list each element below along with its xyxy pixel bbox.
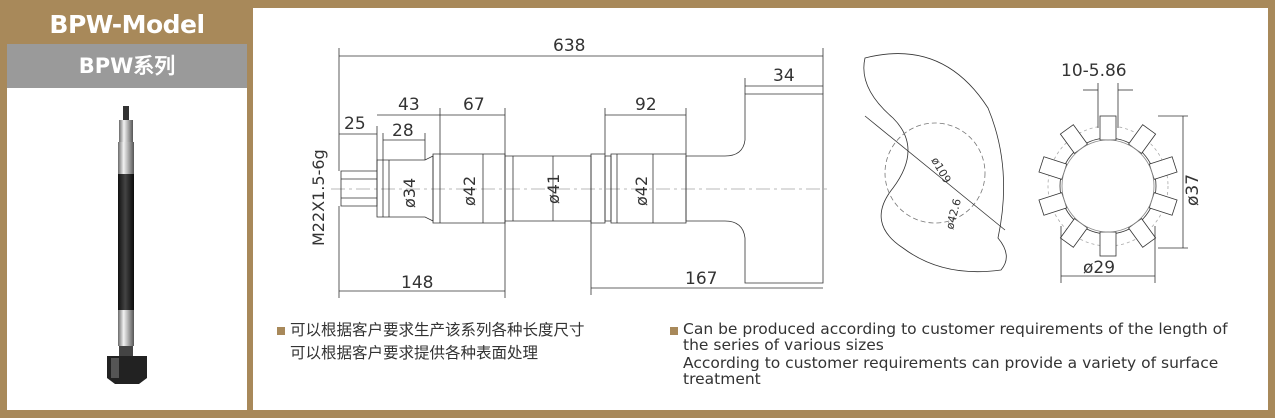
spline-section [1047,125,1169,247]
spline-od-label: ø37 [1183,174,1203,206]
note-bullet-cn [277,327,285,335]
spline-id-label: ø29 [1083,258,1115,278]
dim-25: 25 [344,114,366,134]
technical-drawing: 638 34 25 43 28 67 92 148 167 M22X1.5-6g… [309,36,1203,298]
note-en-line1: Can be produced according to customer re… [683,320,1228,338]
camshaft-photo [107,106,147,384]
drawing-panel: 638 34 25 43 28 67 92 148 167 M22X1.5-6g… [253,8,1268,410]
note-en-line2: the series of various sizes [683,336,884,354]
dim-28: 28 [392,121,414,141]
dim-overall-length: 638 [553,36,585,56]
cam-head-side [685,93,824,284]
dim-67: 67 [463,95,485,115]
spline-spec-label: 10-5.86 [1061,61,1127,81]
note-bullet-en [670,327,678,335]
shaft-section-42-b [610,153,687,224]
thread-spec-label: M22X1.5-6g [309,149,328,246]
note-cn-line1: 可以根据客户要求生产该系列各种长度尺寸 [290,321,585,339]
dim-43: 43 [398,95,420,115]
model-subtitle: BPW系列 [7,44,247,88]
note-en-line4: treatment [683,370,761,388]
dia-42-label: ø42 [460,176,479,206]
dia-42b-label: ø42 [632,176,651,206]
note-en-line3: According to customer requirements can p… [683,354,1219,372]
dia-41-label: ø41 [544,174,563,204]
dia-34-label: ø34 [400,178,419,208]
dim-head-width: 34 [773,66,795,86]
cam-dia-42-6-label: ø42.6 [943,197,964,231]
note-cn-line2: 可以根据客户要求提供各种表面处理 [290,344,539,362]
thread-section [340,170,378,207]
dim-148: 148 [401,273,433,293]
product-panel: BPW-Model BPW系列 [7,8,247,410]
model-title: BPW-Model [7,8,247,44]
dim-167: 167 [685,269,717,289]
dim-92: 92 [635,95,657,115]
cam-profile [863,53,1007,273]
